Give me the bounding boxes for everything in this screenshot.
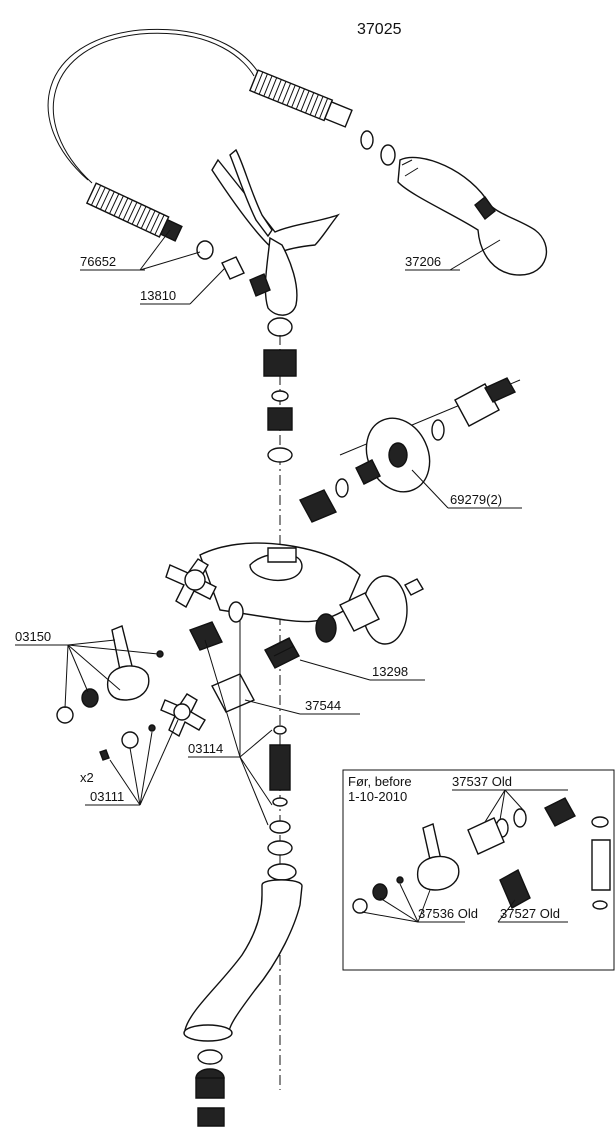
callouts: [15, 229, 522, 826]
axis-stack-lower: [267, 820, 297, 881]
spout: [183, 879, 303, 1042]
cartridge-cold: [99, 673, 255, 761]
wall-connector-right: [299, 377, 521, 523]
diagram-title: 37025: [357, 21, 402, 38]
label-03114: 03114: [188, 741, 223, 756]
label-x2: x2: [80, 770, 94, 785]
washer-76652: [196, 240, 214, 260]
diverter-cartridge: [269, 725, 291, 807]
hand-shower: [397, 156, 548, 276]
inset-note-line2: 1-10-2010: [348, 789, 407, 804]
cartridge-hot: [189, 601, 300, 669]
label-37206: 37206: [405, 254, 441, 269]
nipple-13810: [221, 256, 245, 280]
axis-stack-upper: [263, 349, 297, 463]
shower-hose: [47, 28, 353, 242]
label-37537-old: 37537 Old: [452, 774, 512, 789]
shower-holder: [211, 148, 341, 337]
old-parts-inset: Før, before 1-10-2010 37537 Old 37536 Ol…: [342, 769, 615, 971]
inset-note-line1: Før, before: [348, 774, 412, 789]
label-03111: 03111: [90, 789, 124, 804]
bottom-stack: [195, 1049, 225, 1127]
hose-washer: [360, 130, 374, 150]
label-76652: 76652: [80, 254, 116, 269]
label-13298: 13298: [372, 664, 408, 679]
label-13810: 13810: [140, 288, 176, 303]
hose-nut: [380, 144, 396, 166]
lever-handle-03150: [56, 625, 164, 724]
label-03150: 03150: [15, 629, 51, 644]
mixer-body: [165, 542, 424, 645]
label-37527-old: 37527 Old: [500, 906, 560, 921]
label-37536-old: 37536 Old: [418, 906, 478, 921]
label-37544: 37544: [305, 698, 341, 713]
label-69279: 69279(2): [450, 492, 502, 507]
